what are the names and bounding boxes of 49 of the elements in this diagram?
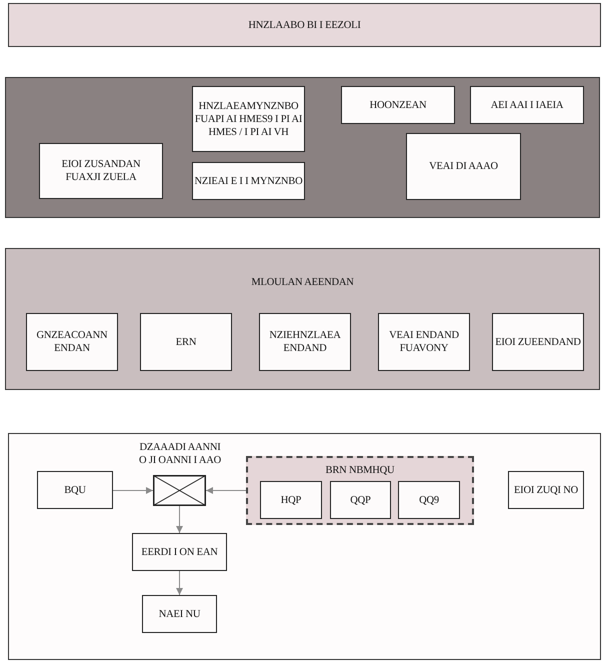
node-label: EIOI ZUEENDAND bbox=[495, 336, 581, 348]
node-label: QQ9 bbox=[419, 494, 439, 506]
group-box bbox=[246, 456, 474, 525]
banner-title: HNZLAABO BI I EEZOLI bbox=[248, 18, 361, 32]
node-label: NZIEAI E I I MYNZNBO bbox=[194, 174, 302, 188]
process-box bbox=[406, 133, 521, 200]
process-box bbox=[37, 471, 113, 509]
node-label: QQP bbox=[350, 494, 371, 506]
node-label: HNZLAEAMYNZNBO FUAPI AI HMES9 I PI AI HMES / I PI AI VH bbox=[194, 100, 302, 138]
process-box bbox=[330, 481, 391, 519]
node-label: VEAI DI AAAO bbox=[429, 160, 498, 173]
node-label: VEAI ENDAND FUAVONY bbox=[388, 329, 460, 355]
process-box bbox=[492, 313, 584, 371]
node-label: GNZEACOANN ENDAN bbox=[36, 329, 108, 355]
node-label: EIOI ZUQI NO bbox=[514, 484, 578, 496]
node-heading: DZAAADI AANNI O JI OANNI I AAO bbox=[138, 441, 222, 467]
node-label: ERN bbox=[176, 336, 196, 348]
node-label: NZIEHNZLAEA ENDAND bbox=[268, 329, 342, 355]
title-banner bbox=[8, 3, 601, 47]
panel-title: MLOULAN AEENDAN bbox=[251, 276, 354, 289]
node-label: EIOI ZUSANDAN FUAXJI ZUELA bbox=[60, 158, 142, 184]
arrow bbox=[176, 570, 183, 596]
process-box bbox=[140, 313, 232, 371]
node-label: HOONZEAN bbox=[370, 98, 426, 112]
layer-panel bbox=[5, 77, 600, 218]
process-box bbox=[259, 313, 351, 371]
node-label: EERDI I ON EAN bbox=[141, 546, 218, 558]
process-box bbox=[142, 595, 217, 633]
arrow bbox=[112, 487, 154, 494]
process-box bbox=[508, 471, 584, 509]
process-box bbox=[470, 86, 584, 124]
node-label: AEI AAI I IAEIA bbox=[490, 98, 564, 112]
node-label: NAEI NU bbox=[158, 608, 200, 620]
process-box bbox=[341, 86, 455, 124]
process-box bbox=[192, 86, 305, 152]
process-box bbox=[378, 313, 470, 371]
process-box bbox=[260, 481, 322, 519]
arrow bbox=[206, 487, 246, 494]
process-box bbox=[132, 533, 227, 571]
process-box bbox=[39, 143, 163, 199]
process-box bbox=[192, 162, 305, 200]
layer-panel bbox=[5, 248, 600, 390]
node-label: HQP bbox=[280, 494, 302, 506]
layer-panel bbox=[8, 433, 601, 660]
process-box bbox=[26, 313, 118, 371]
process-box bbox=[398, 481, 460, 519]
node-label: BQU bbox=[64, 484, 86, 496]
arrow bbox=[176, 506, 183, 534]
group-title: BRN NBMHQU bbox=[326, 464, 394, 477]
